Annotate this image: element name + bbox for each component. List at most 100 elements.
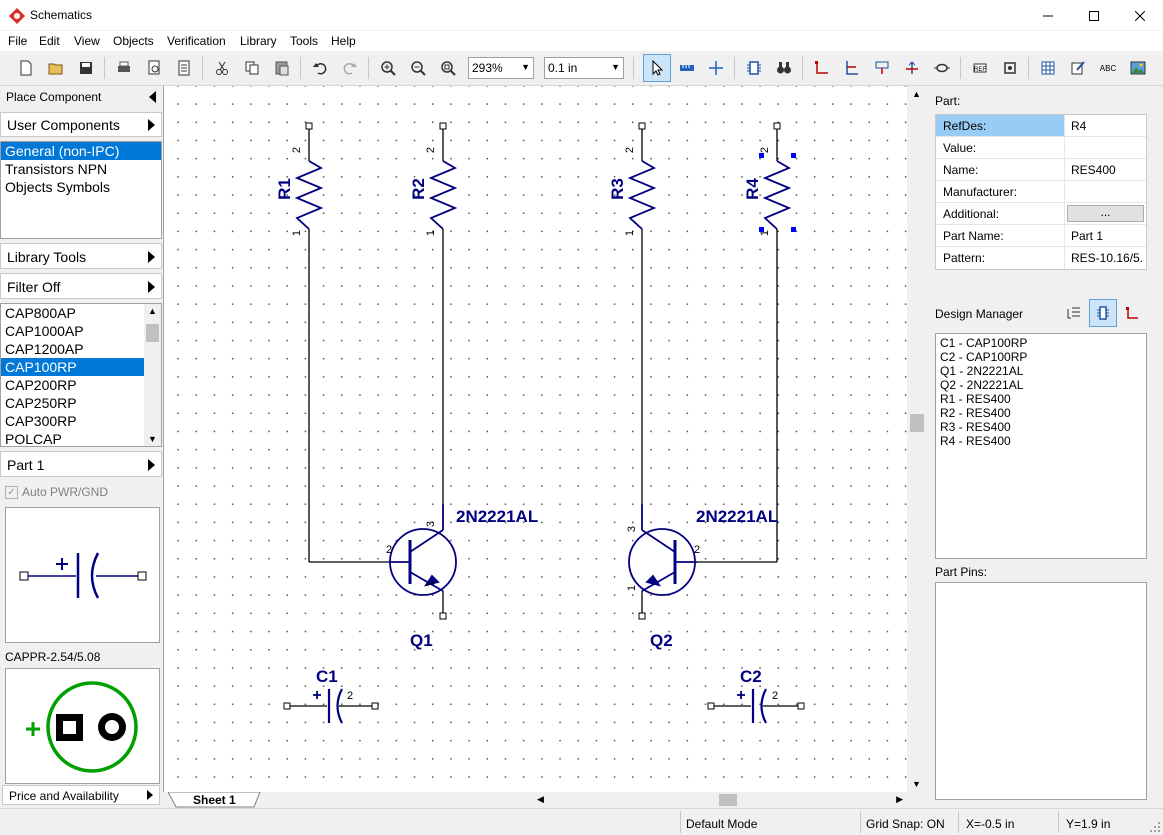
design-manager-item[interactable]: Q2 - 2N2221AL bbox=[940, 378, 1024, 392]
component-item[interactable]: CAP800AP bbox=[5, 305, 76, 321]
menu-tools[interactable]: Tools bbox=[290, 34, 319, 48]
scroll-thumb[interactable] bbox=[910, 414, 924, 432]
net-label-button[interactable] bbox=[871, 57, 893, 79]
bus-tool-button[interactable] bbox=[841, 57, 863, 79]
schematic-canvas[interactable]: R1 R2 R3 R4 2 1 2 1 2 1 2 1 2N2221AL 2N2… bbox=[163, 86, 907, 792]
property-value[interactable]: Part 1 bbox=[1064, 225, 1146, 246]
design-manager-item[interactable]: Q1 - 2N2221AL bbox=[940, 364, 1024, 378]
minimize-button[interactable] bbox=[1025, 0, 1071, 31]
find-button[interactable] bbox=[773, 57, 795, 79]
resize-grip-icon[interactable] bbox=[1149, 821, 1161, 833]
component-item[interactable]: CAP200RP bbox=[5, 377, 77, 393]
print-button[interactable] bbox=[113, 57, 135, 79]
library-tools-dropdown[interactable]: Library Tools bbox=[0, 243, 162, 269]
edit-part-button[interactable] bbox=[1067, 57, 1089, 79]
dm-wires-button[interactable] bbox=[1120, 301, 1144, 325]
design-manager-item[interactable]: R3 - RES400 bbox=[940, 420, 1011, 434]
power-port-button[interactable] bbox=[901, 57, 923, 79]
component-item[interactable]: POLCAP bbox=[5, 431, 62, 447]
property-row[interactable]: Name:RES400 bbox=[936, 159, 1146, 181]
chevron-right-icon bbox=[148, 281, 155, 293]
report-button[interactable] bbox=[173, 57, 195, 79]
print-preview-button[interactable] bbox=[143, 57, 165, 79]
grid-select[interactable]: 0.1 in▼ bbox=[544, 57, 624, 79]
property-row[interactable]: Value: bbox=[936, 137, 1146, 159]
filter-dropdown[interactable]: Filter Off bbox=[0, 273, 162, 299]
undo-button[interactable] bbox=[309, 57, 331, 79]
image-button[interactable] bbox=[1127, 57, 1149, 79]
menu-help[interactable]: Help bbox=[331, 34, 356, 48]
dm-nets-button[interactable] bbox=[1062, 301, 1086, 325]
canvas-vertical-scrollbar[interactable]: ▲ ▼ bbox=[907, 86, 927, 792]
property-value[interactable]: RES400 bbox=[1064, 159, 1146, 180]
cross-tool-button[interactable] bbox=[705, 57, 727, 79]
new-file-button[interactable] bbox=[15, 57, 37, 79]
additional-button[interactable]: ... bbox=[1067, 205, 1144, 222]
maximize-button[interactable] bbox=[1071, 0, 1117, 31]
design-manager-item[interactable]: R2 - RES400 bbox=[940, 406, 1011, 420]
reference-button[interactable]: REF bbox=[969, 57, 991, 79]
redo-button[interactable] bbox=[339, 57, 361, 79]
paste-button[interactable] bbox=[271, 57, 293, 79]
scroll-thumb[interactable] bbox=[719, 794, 737, 806]
zoom-select[interactable]: 293%▼ bbox=[468, 57, 534, 79]
component-item[interactable]: CAP1000AP bbox=[5, 323, 84, 339]
auto-pwr-checkbox[interactable]: ✓ Auto PWR/GND bbox=[5, 485, 108, 499]
canvas-horizontal-scrollbar[interactable]: ◀ ▶ bbox=[533, 792, 907, 808]
close-button[interactable] bbox=[1117, 0, 1163, 31]
scroll-thumb[interactable] bbox=[146, 324, 159, 342]
property-row[interactable]: Pattern:RES-10.16/5. bbox=[936, 247, 1146, 269]
text-button[interactable]: ABC bbox=[1097, 57, 1119, 79]
component-item[interactable]: CAP300RP bbox=[5, 413, 77, 429]
design-manager-list[interactable]: C1 - CAP100RP C2 - CAP100RP Q1 - 2N2221A… bbox=[935, 333, 1147, 559]
part-dropdown[interactable]: Part 1 bbox=[0, 451, 162, 477]
wire-tool-button[interactable] bbox=[811, 57, 833, 79]
property-value[interactable] bbox=[1064, 181, 1146, 202]
part-pins-list[interactable] bbox=[935, 582, 1147, 800]
dm-components-button[interactable] bbox=[1089, 299, 1117, 327]
property-row[interactable]: Additional:... bbox=[936, 203, 1146, 225]
property-row[interactable]: RefDes:R4 bbox=[936, 115, 1146, 137]
design-manager-item[interactable]: C1 - CAP100RP bbox=[940, 336, 1028, 350]
category-list[interactable]: General (non-IPC) Transistors NPN Object… bbox=[0, 141, 162, 239]
copy-button[interactable] bbox=[241, 57, 263, 79]
category-item[interactable]: General (non-IPC) bbox=[1, 142, 161, 160]
design-manager-item[interactable]: R4 - RES400 bbox=[940, 434, 1011, 448]
port-button[interactable] bbox=[931, 57, 953, 79]
save-button[interactable] bbox=[75, 57, 97, 79]
measure-tool-button[interactable] bbox=[676, 57, 698, 79]
component-list-scrollbar[interactable]: ▲ ▼ bbox=[144, 304, 161, 446]
menu-edit[interactable]: Edit bbox=[39, 34, 60, 48]
component-list[interactable]: CAP800AP CAP1000AP CAP1200AP CAP100RP CA… bbox=[0, 303, 162, 447]
user-components-dropdown[interactable]: User Components bbox=[0, 112, 162, 137]
category-item[interactable]: Transistors NPN bbox=[5, 161, 108, 177]
property-row[interactable]: Part Name:Part 1 bbox=[936, 225, 1146, 247]
property-value[interactable]: R4 bbox=[1064, 115, 1146, 136]
design-manager-item[interactable]: R1 - RES400 bbox=[940, 392, 1011, 406]
zoom-out-button[interactable] bbox=[407, 57, 429, 79]
component-item[interactable]: CAP1200AP bbox=[5, 341, 84, 357]
category-item[interactable]: Objects Symbols bbox=[5, 179, 111, 195]
place-component-header[interactable]: Place Component bbox=[0, 86, 162, 110]
table-button[interactable] bbox=[1037, 57, 1059, 79]
menu-file[interactable]: File bbox=[8, 34, 28, 48]
menu-view[interactable]: View bbox=[74, 34, 100, 48]
open-button[interactable] bbox=[45, 57, 67, 79]
zoom-fit-button[interactable] bbox=[437, 57, 459, 79]
price-availability-dropdown[interactable]: Price and Availability bbox=[2, 785, 160, 805]
select-tool-button[interactable] bbox=[643, 54, 671, 82]
property-value[interactable]: RES-10.16/5. bbox=[1064, 247, 1146, 269]
sheet-tab[interactable]: Sheet 1 bbox=[193, 793, 236, 807]
menu-verification[interactable]: Verification bbox=[167, 34, 226, 48]
property-value[interactable] bbox=[1064, 137, 1146, 158]
component-item[interactable]: CAP100RP bbox=[1, 358, 144, 376]
component-item[interactable]: CAP250RP bbox=[5, 395, 77, 411]
menu-objects[interactable]: Objects bbox=[113, 34, 154, 48]
cut-button[interactable] bbox=[211, 57, 233, 79]
pcb-button[interactable] bbox=[999, 57, 1021, 79]
zoom-in-button[interactable] bbox=[377, 57, 399, 79]
menu-library[interactable]: Library bbox=[240, 34, 277, 48]
design-manager-item[interactable]: C2 - CAP100RP bbox=[940, 350, 1028, 364]
property-row[interactable]: Manufacturer: bbox=[936, 181, 1146, 203]
component-button[interactable] bbox=[743, 57, 765, 79]
